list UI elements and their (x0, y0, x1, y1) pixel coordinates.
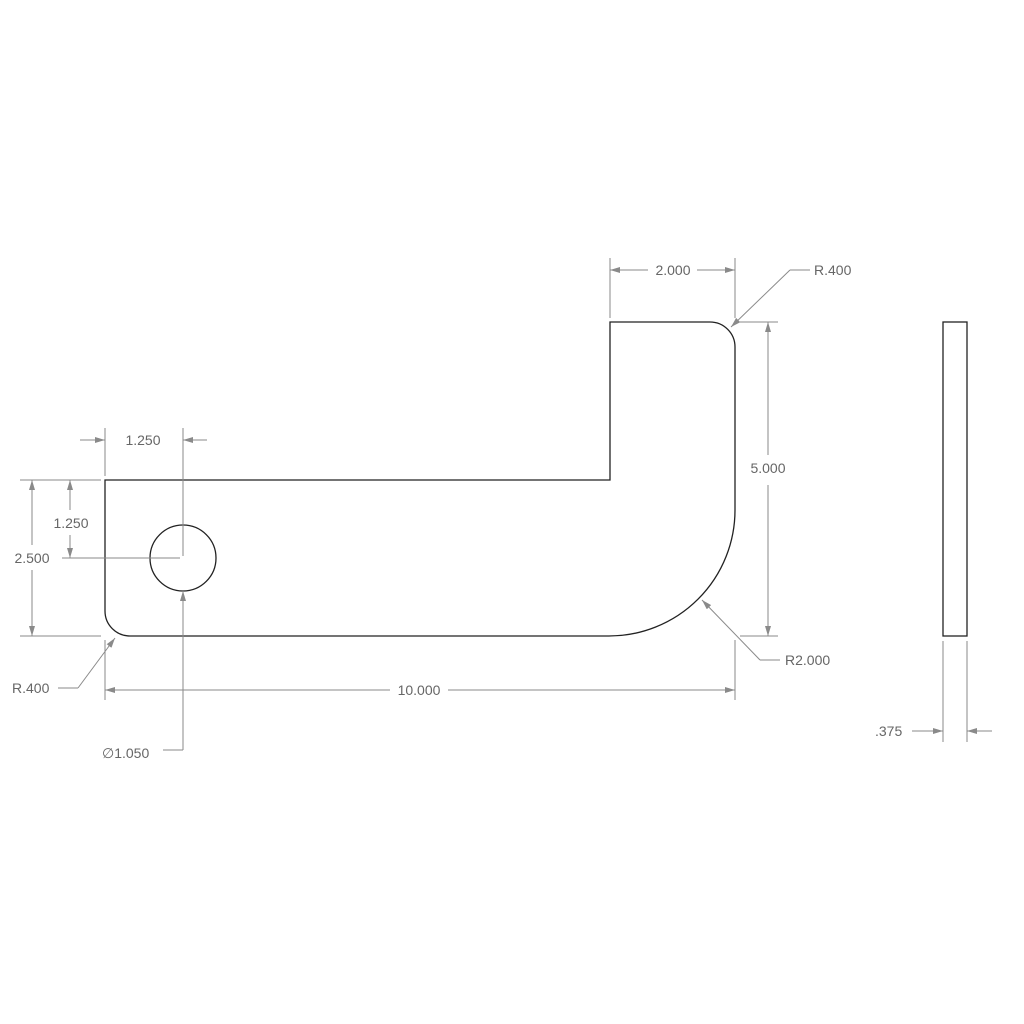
svg-text:10.000: 10.000 (398, 682, 441, 698)
dimension-bottom-left-radius: R.400 (12, 637, 116, 696)
dimension-arm-width: 2.000 (609, 258, 736, 318)
svg-text:.375: .375 (875, 723, 902, 739)
dimension-hole-diameter: ∅1.050 (102, 591, 186, 761)
dimension-thickness: .375 (875, 641, 992, 742)
dimension-top-corner-radius: R.400 (730, 262, 852, 328)
svg-text:R2.000: R2.000 (785, 652, 830, 668)
svg-text:2.000: 2.000 (655, 262, 690, 278)
dimension-hole-y: 1.250 (53, 480, 180, 559)
part-outline (104, 321, 736, 637)
dimension-height: 5.000 (740, 321, 786, 637)
svg-text:∅1.050: ∅1.050 (102, 745, 149, 761)
svg-text:R.400: R.400 (12, 680, 50, 696)
dimension-base-height: 2.500 (14, 479, 101, 637)
svg-text:1.250: 1.250 (53, 515, 88, 531)
svg-text:1.250: 1.250 (125, 432, 160, 448)
svg-text:R.400: R.400 (814, 262, 852, 278)
side-view-outline (942, 321, 968, 637)
dimension-bend-radius: R2.000 (701, 599, 830, 668)
svg-text:5.000: 5.000 (750, 460, 785, 476)
dimension-width: 10.000 (104, 640, 736, 700)
svg-text:2.500: 2.500 (14, 550, 49, 566)
dimension-hole-x: 1.250 (80, 428, 207, 556)
